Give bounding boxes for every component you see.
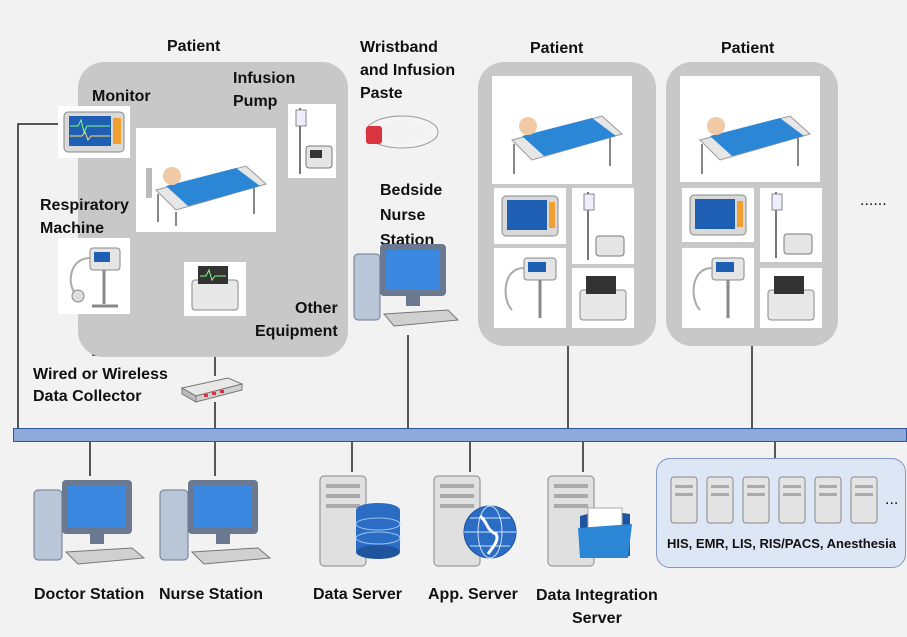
patient-label-3: Patient (721, 40, 775, 57)
integration-server-image (544, 470, 636, 570)
hospital-bed-icon (699, 115, 812, 174)
app-server-label: App. Server (428, 586, 518, 603)
monitor-label: Monitor (92, 88, 151, 105)
wristband-label: Wristband and Infusion Paste (360, 39, 456, 102)
respiratory-label: Respiratory Machine (40, 197, 129, 237)
patient-3-pump (760, 188, 822, 262)
patient-2-ecg (572, 268, 634, 328)
doctor-station-image (30, 476, 150, 572)
more-patients-ellipsis: ...... (860, 192, 887, 209)
ecg-device-icon (579, 276, 627, 321)
network-bus (13, 428, 907, 442)
doctor-station-label: Doctor Station (34, 586, 145, 603)
patient-2-bed (492, 76, 632, 184)
computer-icon (353, 244, 460, 327)
nurse-station-image (156, 476, 276, 572)
patient-label-main: Patient (167, 38, 221, 55)
patient-2-monitor (494, 188, 566, 244)
infusion-pump-icon (583, 192, 625, 260)
ventilator-icon (504, 257, 557, 318)
patient-2-pump (572, 188, 634, 264)
his-more-ellipsis: ... (885, 491, 899, 508)
monitor-image (58, 106, 130, 158)
patient-monitor-icon (63, 111, 125, 153)
wristband-image (360, 108, 440, 154)
his-systems-label: HIS, EMR, LIS, RIS/PACS, Anesthesia (667, 536, 896, 551)
ventilator-icon (69, 247, 121, 308)
computer-icon (33, 480, 146, 565)
patient-bed-image (136, 128, 276, 232)
wristband-icon (365, 115, 439, 149)
infusion-pump-icon (295, 108, 333, 174)
respiratory-image (58, 238, 130, 314)
patient-3-ecg (760, 268, 822, 328)
patient-label-2: Patient (530, 40, 584, 57)
other-equipment-label: Other Equipment (255, 300, 338, 340)
patient-2-ventilator (494, 248, 566, 328)
ventilator-icon (692, 257, 745, 318)
infusion-pump-icon (771, 192, 813, 258)
patient-3-monitor (682, 188, 754, 242)
infusion-pump-label: Infusion Pump (233, 70, 296, 110)
server-rack-icons (670, 476, 878, 524)
infusion-pump-image (288, 104, 336, 178)
data-collector-label: Wired or Wireless Data Collector (33, 366, 168, 405)
other-equipment-image (184, 262, 246, 316)
app-server-image (430, 470, 520, 570)
computer-icon (159, 480, 272, 565)
his-server-row (667, 471, 897, 524)
patient-3-bed (680, 76, 820, 182)
folder-server-icon (547, 475, 632, 567)
nurse-station-label: Nurse Station (159, 586, 264, 603)
patient-monitor-icon (689, 194, 747, 236)
hospital-bed-icon (511, 115, 624, 174)
integration-server-label: Data Integration Server (536, 587, 658, 627)
hospital-bed-icon (146, 165, 268, 226)
data-server-image (316, 470, 406, 570)
data-server-label: Data Server (313, 586, 402, 603)
patient-3-ventilator (682, 248, 754, 328)
bedside-nurse-station-image (350, 240, 462, 336)
database-server-icon (319, 475, 401, 567)
data-collector-icon (180, 377, 244, 403)
web-server-icon (433, 475, 517, 567)
data-collector-image (178, 374, 246, 404)
ecg-device-icon (767, 276, 815, 321)
his-systems-group: ... HIS, EMR, LIS, RIS/PACS, Anesthesia (656, 458, 906, 568)
patient-monitor-icon (501, 195, 559, 237)
ecg-device-icon (191, 266, 239, 311)
